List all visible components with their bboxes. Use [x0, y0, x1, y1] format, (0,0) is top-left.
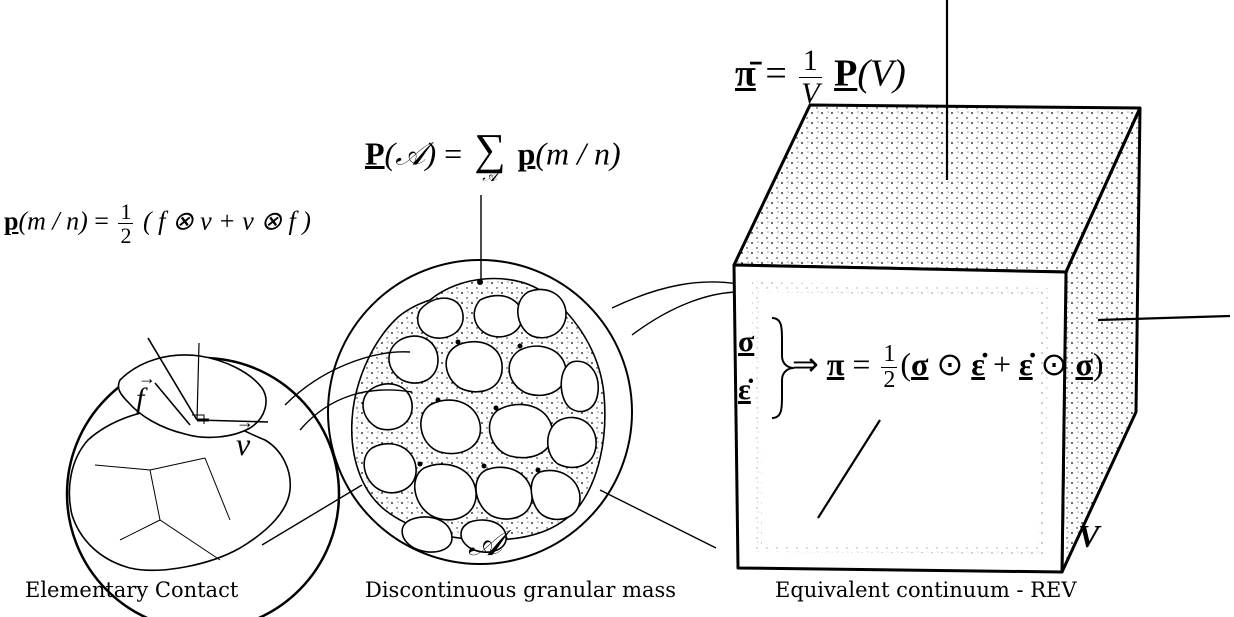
- p-mn-equals: =: [94, 207, 109, 236]
- v-arrow-icon: →: [236, 412, 254, 433]
- pi-rhs-odot-1: ⊙: [936, 346, 963, 382]
- p-mn-rhs: ( f ⊗ v + v ⊗ f ): [143, 207, 311, 236]
- caption-equivalent-continuum: Equivalent continuum - REV: [775, 578, 1077, 602]
- P-A-P: P: [365, 135, 385, 171]
- pi-equals: =: [852, 346, 870, 382]
- equation-pi: ⇒ π = 1 2 (σ ⊙ ε̇ + ε̇ ⊙ σ): [792, 342, 1104, 393]
- connector-lines-right: [600, 282, 740, 548]
- sigma-label: σ: [738, 318, 754, 366]
- equation-p-mn: p(m / n) = 1 2 ( f ⊗ v + v ⊗ f ): [4, 200, 311, 247]
- p-mn-p: p: [4, 207, 18, 236]
- v-vector-label: → v: [236, 426, 250, 463]
- granular-pile: [352, 279, 605, 553]
- caption-elementary-contact: Elementary Contact: [25, 578, 238, 602]
- pi-rhs-eps-2: ε̇: [1019, 346, 1033, 382]
- pi-rhs-odot-2: ⊙: [1041, 346, 1068, 382]
- pi-rhs-sigma-2: σ: [1075, 346, 1092, 382]
- P-A-p: p: [518, 135, 536, 171]
- f-arrow-icon: →: [138, 368, 156, 389]
- pi-denominator: 2: [881, 368, 897, 393]
- p-mn-numerator: 1: [118, 200, 133, 224]
- pi-rhs-sigma-1: σ: [911, 346, 928, 382]
- pi-bar-numerator: 1: [799, 45, 821, 78]
- caption-granular-mass: Discontinuous granular mass: [365, 578, 676, 602]
- V-volume-label: V: [1078, 518, 1099, 555]
- pi-bar-fraction: 1 V: [799, 45, 821, 109]
- pi-bar-denominator: V: [799, 78, 821, 110]
- equation-P-A: P(𝒜) = ∑ 𝒜 p(m / n): [365, 130, 621, 184]
- p-mn-denominator: 2: [118, 224, 133, 247]
- pi-fraction: 1 2: [881, 342, 897, 393]
- pi-symbol: π: [827, 346, 845, 382]
- pi-bar-arg: (V): [857, 53, 906, 95]
- p-mn-arg: (m / n): [18, 207, 87, 236]
- pi-rhs-eps-1: ε̇: [971, 346, 985, 382]
- contact-grains: [69, 355, 290, 570]
- A-set-label: 𝒜: [468, 522, 502, 565]
- pi-bar-P: P: [834, 53, 857, 95]
- sum-symbol: ∑: [474, 130, 505, 170]
- f-vector-label: → f: [136, 382, 144, 416]
- equation-sigma-eps: σ ε̇: [738, 318, 754, 414]
- pi-rhs-plus: +: [993, 346, 1011, 382]
- p-mn-fraction: 1 2: [118, 200, 133, 247]
- P-A-parg: (m / n): [535, 135, 620, 171]
- epsdot-label: ε̇: [738, 366, 754, 414]
- P-A-sum: ∑ 𝒜: [474, 130, 505, 184]
- pi-bar-symbol: π̄: [735, 53, 756, 95]
- implies-arrow: ⇒: [792, 346, 819, 382]
- rev-cube: [734, 105, 1140, 572]
- pi-numerator: 1: [881, 342, 897, 368]
- P-A-equals: =: [444, 135, 462, 171]
- equation-pi-bar: π̄ = 1 V P(V): [735, 45, 906, 109]
- pi-bar-equals: =: [765, 53, 786, 95]
- P-A-arg: (𝒜): [385, 135, 437, 171]
